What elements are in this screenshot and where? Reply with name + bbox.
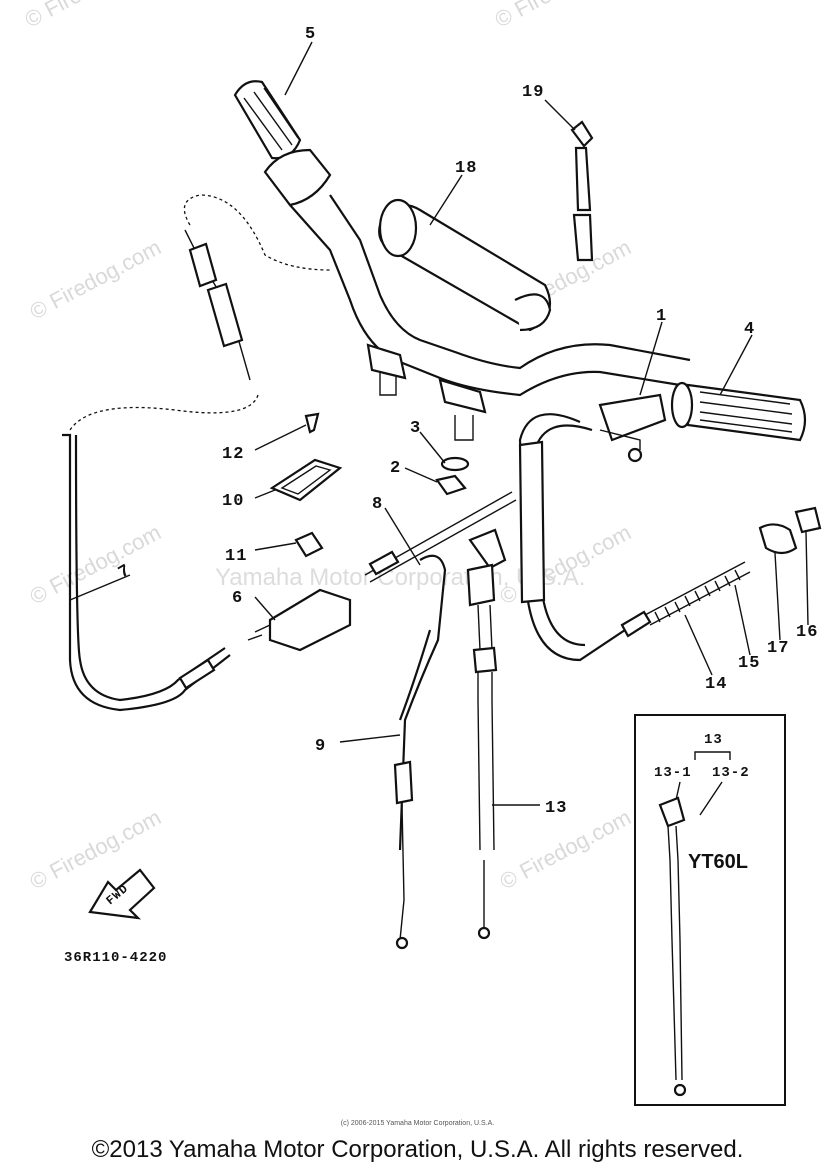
part-4-right-grip bbox=[670, 381, 807, 442]
part-6-switch bbox=[247, 588, 352, 652]
label-part-8: 8 bbox=[372, 495, 383, 514]
part-16-cap bbox=[794, 506, 822, 534]
label-part-18: 18 bbox=[455, 159, 477, 178]
inset-label-13: 13 bbox=[704, 732, 723, 748]
label-part-6: 6 bbox=[232, 589, 243, 608]
label-part-12: 12 bbox=[222, 445, 244, 464]
part-1-handlebar bbox=[289, 194, 691, 441]
watermark-mid-left: © Firedog.com bbox=[26, 519, 165, 609]
footer-copyright: ©2013 Yamaha Motor Corporation, U.S.A. A… bbox=[91, 1136, 744, 1163]
inset-model-label: YT60L bbox=[688, 851, 748, 873]
label-part-15: 15 bbox=[738, 654, 760, 673]
watermark-upper-left: © Firedog.com bbox=[26, 234, 165, 324]
part-14-cable bbox=[518, 413, 652, 662]
leader-lines bbox=[69, 41, 809, 806]
small-copyright: (c) 2006-2015 Yamaha Motor Corporation, … bbox=[340, 1120, 495, 1127]
part-5-left-grip bbox=[233, 80, 332, 207]
label-part-9: 9 bbox=[315, 737, 326, 756]
label-part-3: 3 bbox=[410, 419, 421, 438]
part-labels: 1 2 3 4 5 6 7 8 9 10 11 12 13 14 15 16 1… bbox=[116, 25, 818, 818]
label-part-14: 14 bbox=[705, 675, 727, 694]
label-part-17: 17 bbox=[767, 639, 789, 658]
label-part-19: 19 bbox=[522, 83, 544, 102]
inset-yt60l: 13 13-1 13-2 YT60L bbox=[634, 714, 786, 1106]
label-part-10: 10 bbox=[222, 492, 244, 511]
diagram-code: 36R110-4220 bbox=[64, 950, 167, 966]
part-2-3-nut-washer bbox=[435, 456, 470, 496]
part-9-cable bbox=[393, 554, 447, 950]
label-part-13: 13 bbox=[545, 799, 567, 818]
part-10-cover bbox=[269, 458, 343, 502]
part-7-cable bbox=[62, 194, 331, 712]
label-part-5: 5 bbox=[305, 25, 316, 44]
watermark-top-right: © Firedog.com bbox=[491, 0, 630, 32]
label-part-16: 16 bbox=[796, 623, 818, 642]
label-part-1: 1 bbox=[656, 307, 667, 326]
part-18-pad bbox=[378, 198, 552, 332]
part-8-cable bbox=[364, 491, 517, 583]
inset-label-13-1: 13-1 bbox=[654, 765, 692, 781]
label-part-11: 11 bbox=[225, 547, 247, 566]
inset-label-13-2: 13-2 bbox=[712, 765, 750, 781]
part-15-spring bbox=[644, 561, 751, 626]
label-part-2: 2 bbox=[390, 459, 401, 478]
part-13-throttle-cable bbox=[466, 528, 507, 940]
brake-lever bbox=[598, 393, 667, 463]
part-11-clip bbox=[294, 531, 324, 558]
watermark-top-left: © Firedog.com bbox=[21, 0, 160, 32]
fwd-arrow: FWD bbox=[88, 868, 156, 920]
label-part-4: 4 bbox=[744, 320, 755, 339]
part-12-screw bbox=[304, 412, 320, 434]
part-17-cap bbox=[758, 523, 798, 555]
part-19-key bbox=[570, 120, 594, 262]
